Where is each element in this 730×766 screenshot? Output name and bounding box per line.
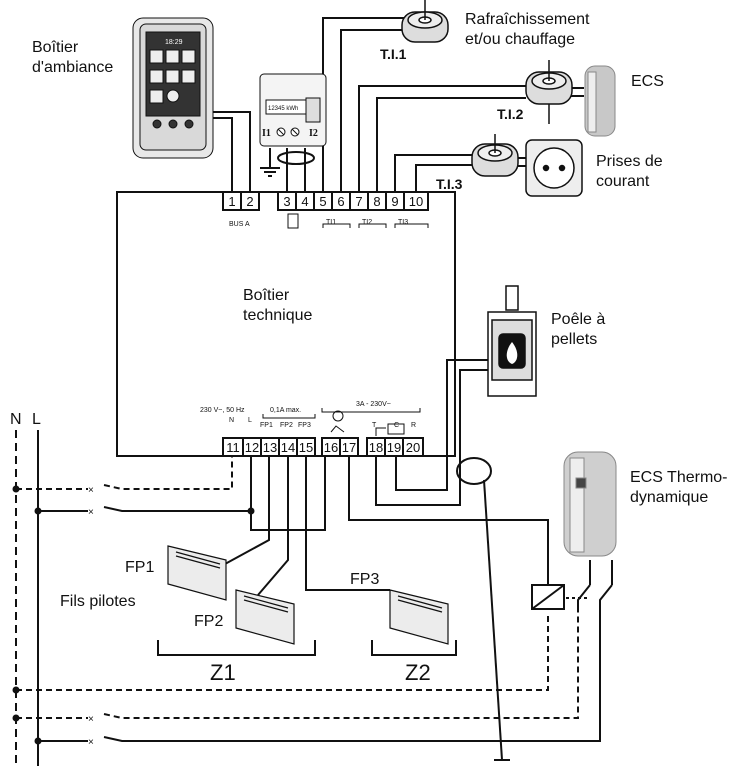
c-small-label: C xyxy=(394,422,399,429)
terminal-10: 10 xyxy=(409,194,423,209)
meter-i2: I2 xyxy=(309,128,318,139)
fp2-label: FP2 xyxy=(194,613,224,630)
r-small-label: R xyxy=(411,422,416,429)
pellet-stove-label: Poêle à pellets xyxy=(551,311,606,348)
fp3-label: FP3 xyxy=(350,571,380,588)
ecs-thermodynamic-heater xyxy=(563,451,617,557)
relay-coil-icon xyxy=(531,584,565,610)
radiator-fp1 xyxy=(167,545,227,601)
pellet-stove xyxy=(487,285,537,397)
current-transformer-ti1 xyxy=(401,0,449,43)
svg-text:×: × xyxy=(88,737,94,748)
sockets-label: Prises de courant xyxy=(596,153,663,190)
neutral-label: N xyxy=(10,411,22,428)
terminal-7: 7 xyxy=(355,194,362,209)
t-small-label: T xyxy=(372,422,377,429)
svg-text:×: × xyxy=(88,714,94,725)
supply-label: 230 V~, 50 Hz xyxy=(200,407,245,414)
terminal-16: 16 xyxy=(324,440,338,455)
terminal-19: 19 xyxy=(387,440,401,455)
ti2-label: T.I.2 xyxy=(497,106,524,122)
meter-reading: 12345 kWh xyxy=(268,106,298,112)
ecs-water-heater xyxy=(584,65,616,137)
energy-meter xyxy=(259,73,327,147)
zone-bracket-z1 xyxy=(157,640,316,656)
ti1-label: T.I.1 xyxy=(380,46,407,62)
terminal-1: 1 xyxy=(228,194,235,209)
bottom-terminal-strip xyxy=(222,437,424,457)
ti2-small-label: TI2 xyxy=(362,219,372,226)
cooling-heating-label: Rafraîchissement et/ou chauffage xyxy=(465,11,590,48)
top-terminal-strip xyxy=(222,191,429,211)
zone-bracket-z2 xyxy=(371,640,457,656)
terminal-14: 14 xyxy=(281,440,295,455)
fp1-label: FP1 xyxy=(125,559,155,576)
fire-icon xyxy=(506,342,518,364)
ti1-small-label: TI1 xyxy=(326,219,336,226)
line-label: L xyxy=(32,411,41,428)
radiator-fp3 xyxy=(389,589,449,645)
terminal-3: 3 xyxy=(283,194,290,209)
zone-z1-label: Z1 xyxy=(210,660,236,685)
ti3-label: T.I.3 xyxy=(436,176,463,192)
svg-text:×: × xyxy=(88,485,94,496)
technical-box-label: Boîtier technique xyxy=(243,287,313,324)
gear-icon xyxy=(166,89,180,103)
meter-i1: I1 xyxy=(262,128,271,139)
terminal-12: 12 xyxy=(245,440,259,455)
relay-rating-label: 3A - 230V~ xyxy=(356,401,391,408)
current-transformer-ti3 xyxy=(471,134,519,177)
current-transformer-ti2 xyxy=(525,60,573,124)
terminal-2: 2 xyxy=(246,194,253,209)
terminal-6: 6 xyxy=(337,194,344,209)
ti3-small-label: TI3 xyxy=(398,219,408,226)
svg-text:×: × xyxy=(88,507,94,518)
fp3-small-label: FP3 xyxy=(298,422,311,429)
fp1-small-label: FP1 xyxy=(260,422,273,429)
terminal-4: 4 xyxy=(301,194,308,209)
ambient-box-label: Boîtier d'ambiance xyxy=(32,39,114,76)
terminal-17: 17 xyxy=(342,440,356,455)
zone-z2-label: Z2 xyxy=(405,660,431,685)
terminal-5: 5 xyxy=(319,194,326,209)
ecs-label: ECS xyxy=(631,73,664,90)
pilot-wires-label: Fils pilotes xyxy=(60,593,136,610)
supply-n-label: N xyxy=(229,417,234,424)
terminal-20: 20 xyxy=(406,440,420,455)
ecs-thermo-label: ECS Thermo- dynamique xyxy=(630,469,728,506)
ambient-display-time: 18:29 xyxy=(165,39,183,46)
fp2-small-label: FP2 xyxy=(280,422,293,429)
terminal-15: 15 xyxy=(299,440,313,455)
terminal-18: 18 xyxy=(369,440,383,455)
radiator-fp2 xyxy=(235,589,295,645)
terminal-9: 9 xyxy=(391,194,398,209)
socket-icon xyxy=(525,139,583,197)
ambient-control-box xyxy=(132,17,214,159)
ground-icon xyxy=(260,167,280,177)
bus-a-label: BUS A xyxy=(229,221,250,228)
terminal-13: 13 xyxy=(263,440,277,455)
supply-l-label: L xyxy=(248,417,252,424)
terminal-8: 8 xyxy=(373,194,380,209)
terminal-11: 11 xyxy=(226,440,240,455)
fp-max-label: 0,1A max. xyxy=(270,407,301,414)
